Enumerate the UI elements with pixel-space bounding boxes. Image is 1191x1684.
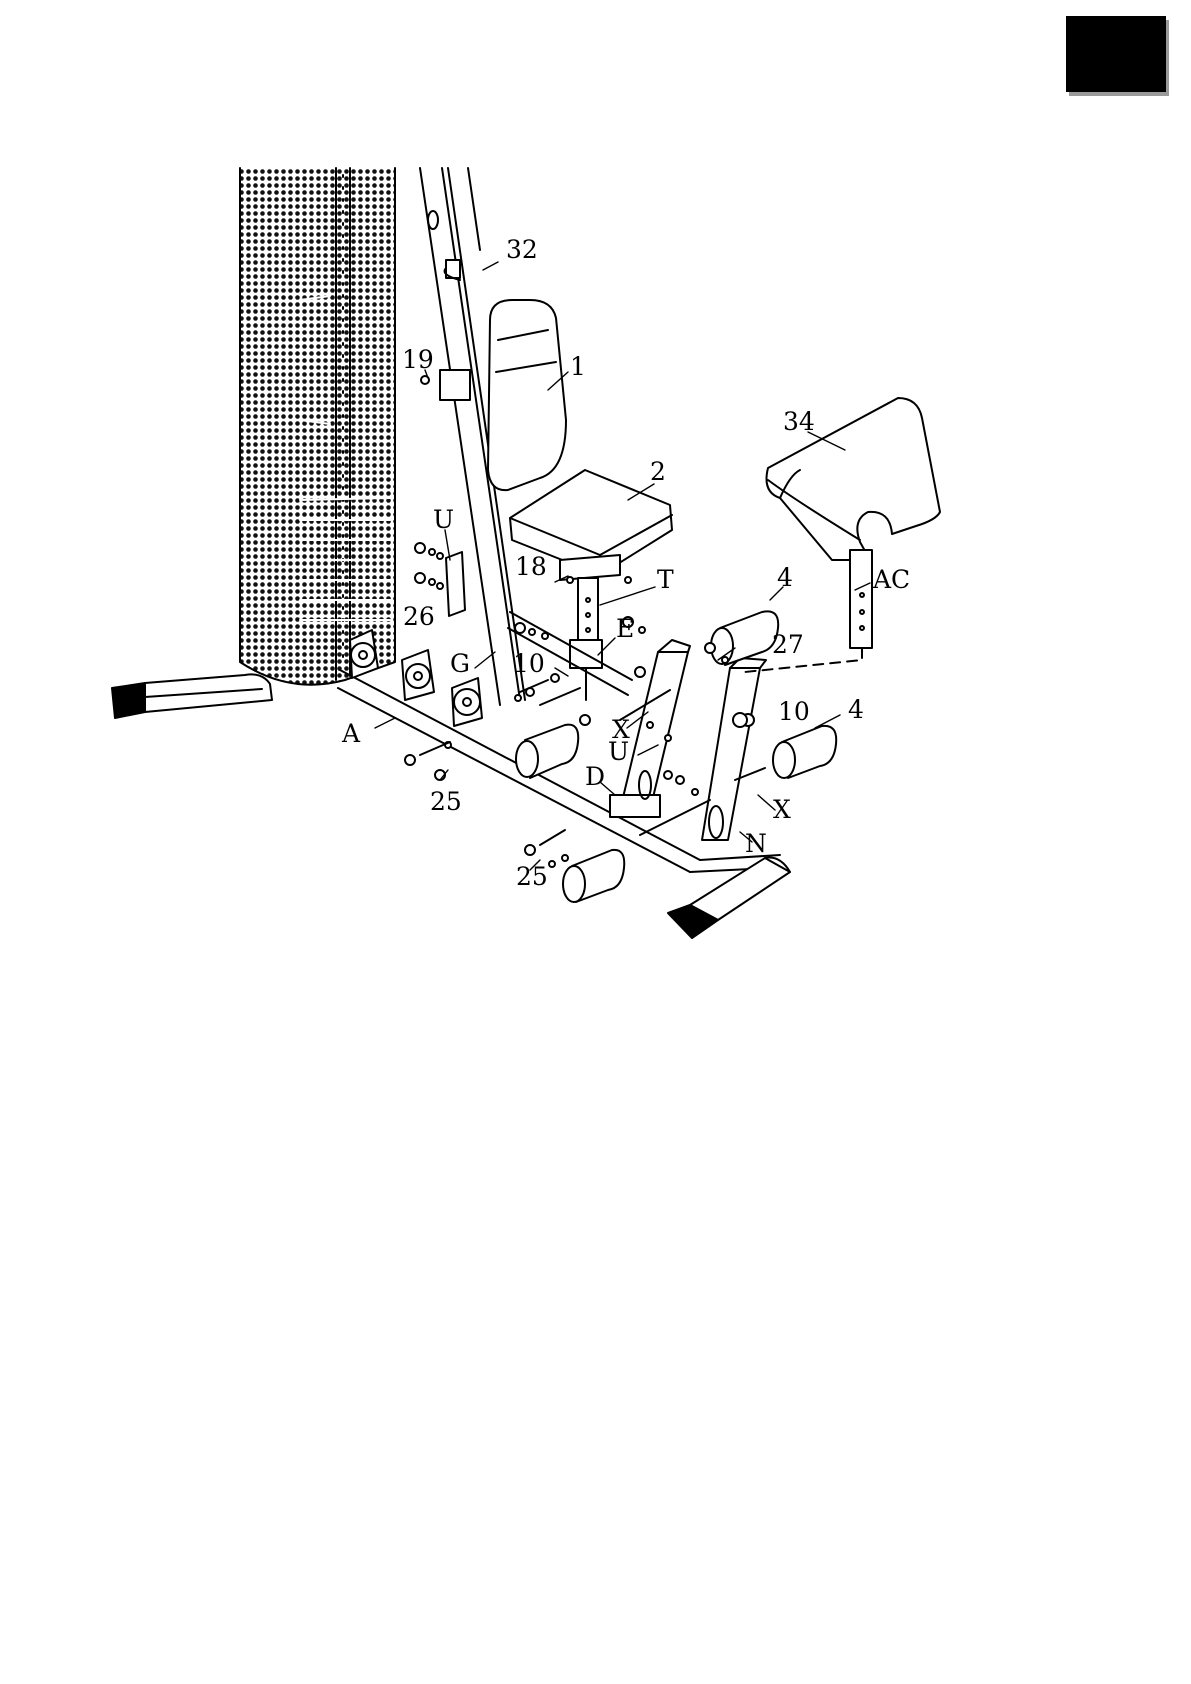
callout-10-right: 10 [778, 697, 810, 726]
callout-ac: AC [872, 565, 910, 594]
bracket-u-upper [446, 552, 465, 616]
callout-g: G [450, 649, 470, 678]
pulley-left [350, 630, 378, 678]
callout-t: T [657, 565, 674, 594]
rear-foot [112, 674, 272, 718]
pulley-middle [402, 650, 434, 700]
callout-25-lower: 25 [516, 862, 548, 891]
callout-u-lower: U [608, 737, 629, 766]
callout-4-upper: 4 [777, 563, 793, 592]
roller-middle [516, 725, 578, 778]
weight-stack-shroud [240, 168, 395, 685]
callout-25-upper: 25 [430, 787, 462, 816]
roller-upper-right [773, 726, 836, 778]
callout-x-lower: X [773, 795, 791, 824]
callout-e: E [616, 614, 634, 643]
callout-18: 18 [515, 552, 547, 581]
pulley-right [452, 678, 482, 726]
roller-lower [563, 850, 624, 902]
backrest-pad [488, 300, 566, 490]
callout-34: 34 [783, 407, 815, 436]
callout-d: D [585, 762, 605, 791]
callout-10-left: 10 [513, 649, 545, 678]
callout-4-lower: 4 [848, 695, 864, 724]
callout-19: 19 [402, 345, 434, 374]
callout-a: A [341, 719, 361, 748]
callout-2: 2 [650, 457, 666, 486]
callout-1: 1 [570, 352, 586, 381]
roller-upper-left [711, 611, 778, 665]
leg-lever-front [702, 658, 766, 840]
callout-26: 26 [403, 602, 435, 631]
callout-n: N [745, 829, 767, 858]
callout-u-upper: U [433, 505, 454, 534]
callout-27: 27 [772, 630, 804, 659]
callout-32: 32 [506, 235, 538, 264]
